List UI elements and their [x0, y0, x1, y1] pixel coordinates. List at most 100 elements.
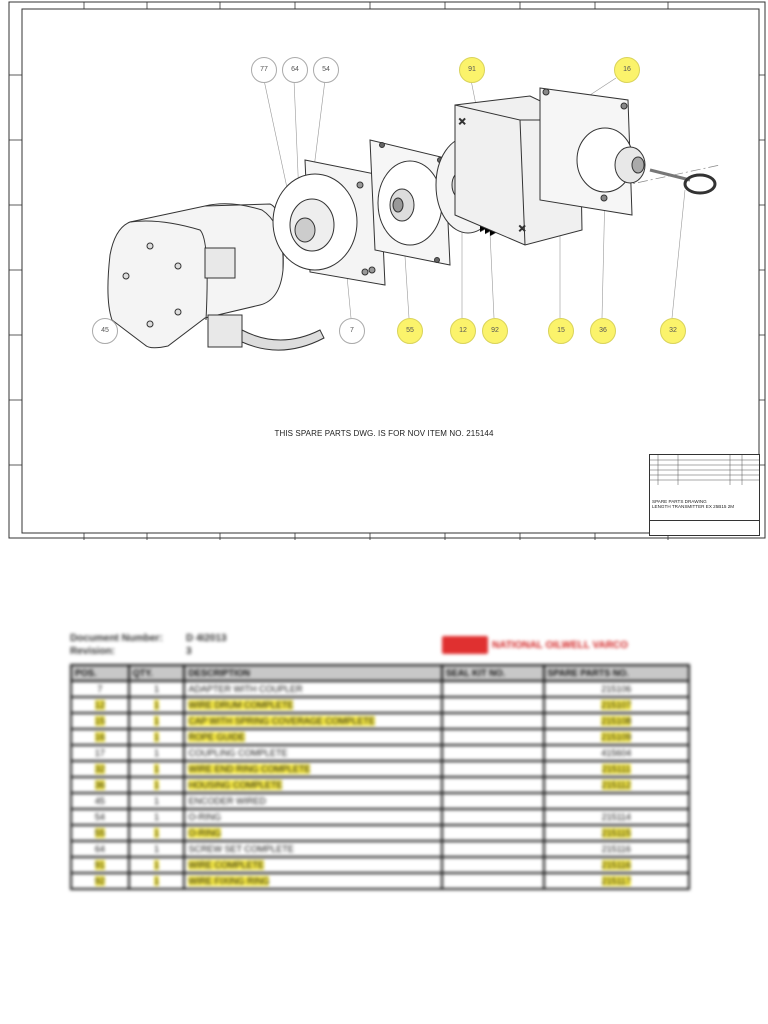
cell-spare-parts: 215116	[542, 856, 691, 874]
cell-pos: 54	[70, 808, 130, 826]
cell-seal-kit	[440, 744, 545, 762]
balloon-15: 15	[548, 318, 574, 344]
cell-qty: 1	[127, 760, 186, 778]
balloon-12: 12	[450, 318, 476, 344]
cell-spare-parts: 215117	[542, 872, 691, 890]
cell-pos-text: 91	[94, 860, 105, 870]
svg-text:✕: ✕	[518, 224, 526, 235]
cell-description-text: ENCODER WIRED	[188, 796, 266, 806]
brand-logo: NATIONAL OILWELL VARCO	[442, 636, 628, 654]
cell-qty-text: 1	[154, 876, 160, 886]
cell-spare-parts: 215108	[542, 712, 691, 730]
cell-qty-text: 1	[154, 828, 160, 838]
cell-qty-text: 1	[154, 716, 160, 726]
cell-qty-text: 1	[154, 732, 160, 742]
cell-qty: 1	[127, 824, 186, 842]
cell-pos-text: 55	[94, 828, 105, 838]
cell-description-text: ADAPTER WITH COUPLER	[188, 684, 303, 694]
cell-description: O-RING	[183, 808, 443, 826]
cell-pos: 45	[70, 792, 130, 810]
cell-qty-text: 1	[154, 844, 160, 854]
cell-pos: 16	[70, 728, 130, 746]
cell-description: ADAPTER WITH COUPLER	[183, 680, 443, 698]
cell-description-text: HOUSING COMPLETE	[188, 780, 283, 790]
cell-description-text: WIRE COMPLETE	[188, 860, 264, 870]
cell-description-text: CAP WITH SPRING COVERAGE COMPLETE	[188, 716, 375, 726]
document-number-label: Document Number:	[70, 633, 163, 644]
cell-description-text: WIRE END RING COMPLETE	[188, 764, 311, 774]
cell-pos-text: 7	[97, 684, 103, 694]
balloon-16: 16	[614, 57, 640, 83]
cell-description: HOUSING COMPLETE	[183, 776, 443, 794]
col-header-spare-parts: SPARE PARTS NO.	[542, 664, 691, 682]
cell-qty: 1	[127, 808, 186, 826]
balloon-36: 36	[590, 318, 616, 344]
cell-description-text: WIRE FIXING RING	[188, 876, 270, 886]
cell-description: ENCODER WIRED	[183, 792, 443, 810]
cell-seal-kit	[440, 824, 545, 842]
cell-description: SCREW SET COMPLETE	[183, 840, 443, 858]
cell-pos-text: 45	[94, 796, 105, 806]
cell-pos-text: 32	[94, 764, 105, 774]
cell-pos: 64	[70, 840, 130, 858]
document-meta: Document Number:D 4I2013 Revision:3	[70, 632, 227, 658]
title-block-line2: LENGTH TRANSMITTER EX 25B15 2M	[652, 504, 735, 509]
title-block: SPARE PARTS DRAWING LENGTH TRANSMITTER E…	[649, 454, 760, 536]
table-row: 92 1 WIRE FIXING RING 215117	[70, 872, 691, 890]
cell-pos-text: 16	[94, 732, 105, 742]
cell-spare-parts: 415604	[542, 744, 691, 762]
cell-spare-parts-text: 215116	[601, 844, 631, 854]
cell-pos-text: 15	[94, 716, 105, 726]
cell-spare-parts: 215112	[542, 776, 691, 794]
cell-description: CAP WITH SPRING COVERAGE COMPLETE	[183, 712, 443, 730]
nov-logo-icon	[442, 636, 488, 654]
document-number: D 4I2013	[186, 633, 227, 644]
cell-description-text: O-RING	[188, 828, 221, 838]
cell-qty: 1	[127, 712, 186, 730]
encoder-housing-drawing	[107, 203, 325, 351]
cell-spare-parts-text: 215109	[601, 732, 632, 742]
cell-seal-kit	[440, 840, 545, 858]
flange-plate-drawing	[272, 159, 386, 286]
cell-spare-parts-text: 215111	[601, 764, 631, 774]
balloon-64: 64	[282, 57, 308, 83]
cell-spare-parts: 215111	[542, 760, 691, 778]
cell-description: WIRE COMPLETE	[183, 856, 443, 874]
cell-spare-parts-text: 215117	[601, 876, 631, 886]
cell-description: WIRE FIXING RING	[183, 872, 443, 890]
cell-pos-text: 92	[94, 876, 105, 886]
cell-qty-text: 1	[154, 796, 160, 806]
cell-seal-kit	[440, 776, 545, 794]
cell-qty: 1	[127, 792, 186, 810]
table-row: 64 1 SCREW SET COMPLETE 215116	[70, 840, 691, 858]
cell-pos-text: 12	[94, 700, 105, 710]
cell-seal-kit	[440, 712, 545, 730]
brand-name: NATIONAL OILWELL VARCO	[492, 639, 628, 651]
cell-qty: 1	[127, 856, 186, 874]
cell-spare-parts-text: 215114	[601, 812, 631, 822]
cell-pos: 36	[70, 776, 130, 794]
cell-pos: 91	[70, 856, 130, 874]
cell-seal-kit	[440, 680, 545, 698]
cell-spare-parts-text: 215116	[601, 860, 631, 870]
cell-qty: 1	[127, 840, 186, 858]
drawing-note: THIS SPARE PARTS DWG. IS FOR NOV ITEM NO…	[274, 429, 494, 438]
cell-description-text: WIRE DRUM COMPLETE	[188, 700, 294, 710]
cell-spare-parts: 215107	[542, 696, 691, 714]
cell-qty: 1	[127, 680, 186, 698]
cell-description: WIRE END RING COMPLETE	[183, 760, 443, 778]
balloon-92: 92	[482, 318, 508, 344]
parts-table: POS. QTY. DESCRIPTION SEAL KIT NO. SPARE…	[70, 664, 691, 890]
revision-label: Revision:	[70, 646, 116, 657]
cell-qty: 1	[127, 872, 186, 890]
cell-qty-text: 1	[154, 860, 160, 870]
title-block-title: SPARE PARTS DRAWING LENGTH TRANSMITTER E…	[652, 499, 734, 509]
cell-seal-kit	[440, 760, 545, 778]
cell-pos-text: 64	[94, 844, 105, 854]
cell-spare-parts: 215116	[542, 840, 691, 858]
drawing-sheet: ✕ ✕ 77 64 54 91 16 45 7 55 12 92 15 36 3…	[8, 1, 766, 540]
table-row: 91 1 WIRE COMPLETE 215116	[70, 856, 691, 874]
